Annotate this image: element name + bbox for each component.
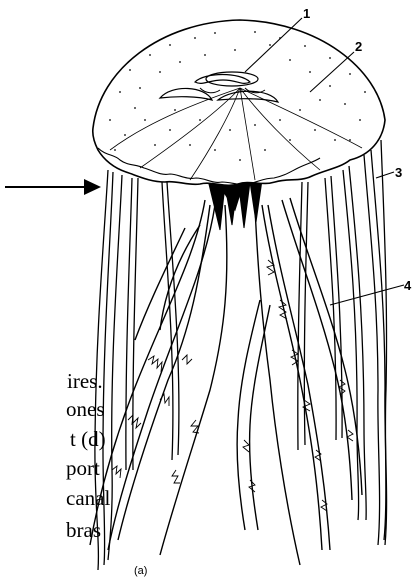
manubrium <box>208 178 262 230</box>
callout-4: 4 <box>404 278 412 293</box>
callout-2: 2 <box>355 39 362 54</box>
text-fragment-line-5: canal <box>66 488 110 509</box>
jellyfish-bell <box>93 20 385 185</box>
text-fragment-line-1: ires. <box>67 371 103 392</box>
oral-arm-frills <box>112 260 353 511</box>
text-fragment-line-4: port <box>66 458 100 479</box>
oral-arms <box>90 198 362 565</box>
text-fragment-line-3: t (d) <box>70 429 106 450</box>
callout-1: 1 <box>303 6 310 21</box>
panel-label: (a) <box>134 565 147 577</box>
text-fragment-line-6: bras <box>66 520 101 541</box>
text-fragment-line-2: ones <box>66 399 105 420</box>
pointer-arrow <box>5 179 101 195</box>
callout-3: 3 <box>395 165 402 180</box>
